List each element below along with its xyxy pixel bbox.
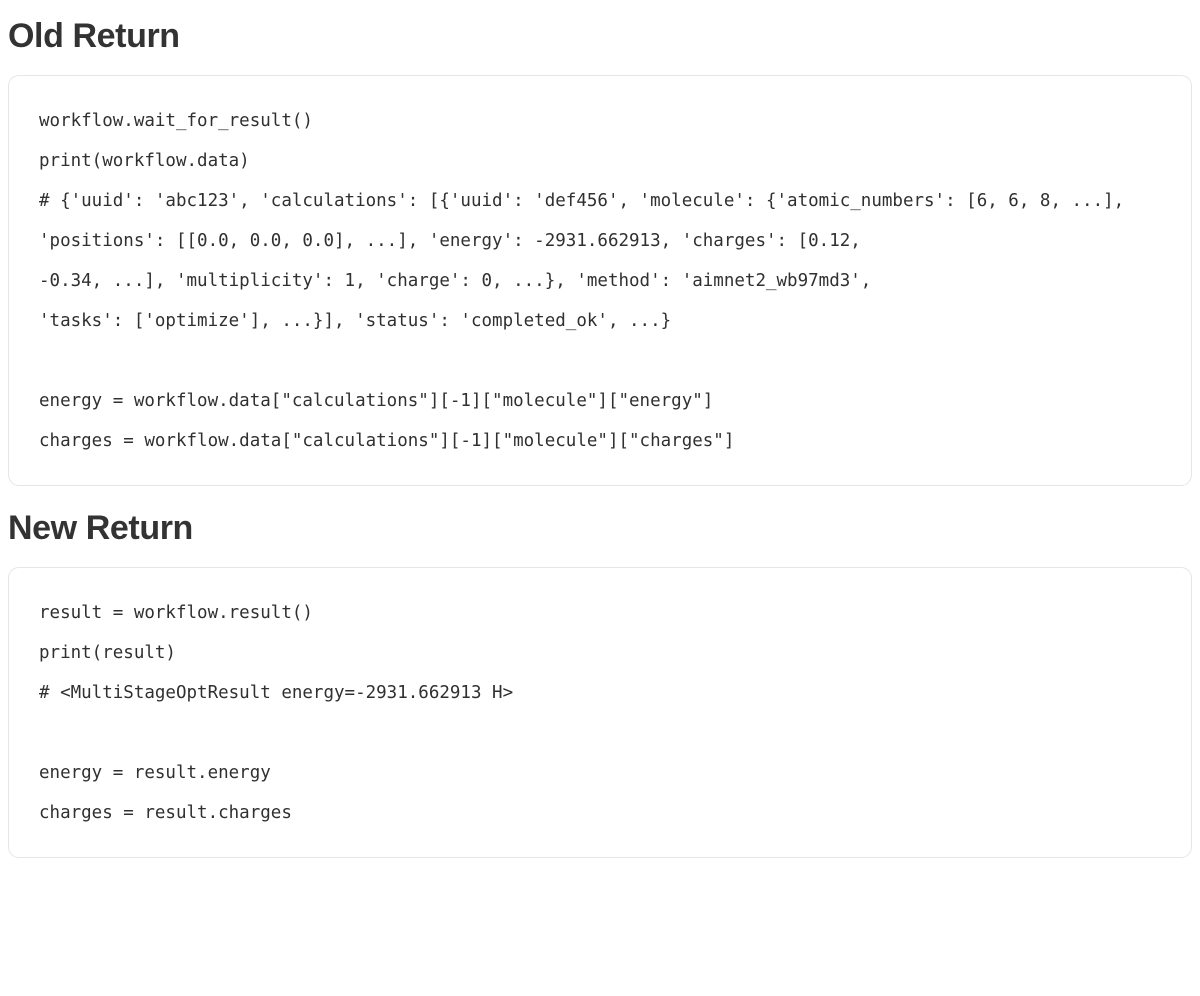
code-line-blank xyxy=(39,341,1161,381)
code-line: # <MultiStageOptResult energy=-2931.6629… xyxy=(39,682,514,703)
code-line: print(workflow.data) xyxy=(39,150,250,171)
code-line: 'tasks': ['optimize'], ...}], 'status': … xyxy=(39,310,672,331)
code-line: print(result) xyxy=(39,642,176,663)
code-content-old-return[interactable]: workflow.wait_for_result() print(workflow… xyxy=(39,101,1161,461)
code-line: # {'uuid': 'abc123', 'calculations': [{'… xyxy=(39,190,1135,251)
code-line: energy = workflow.data["calculations"][-… xyxy=(39,390,714,411)
page-title-old-return: Old Return xyxy=(8,17,180,55)
code-block-old-return: workflow.wait_for_result() print(workflow… xyxy=(8,74,1192,486)
code-line: energy = result.energy xyxy=(39,762,271,783)
page-title-new-return: New Return xyxy=(8,508,193,547)
page-root: Old Return workflow.wait_for_result()pri… xyxy=(8,17,1192,858)
code-block-new-return: result = workflow.result() print(result) #… xyxy=(8,566,1192,858)
code-content-new-return[interactable]: result = workflow.result() print(result) #… xyxy=(39,593,1161,833)
code-line: -0.34, ...], 'multiplicity': 1, 'charge'… xyxy=(39,270,872,291)
code-line: workflow.wait_for_result() xyxy=(39,110,313,131)
code-line: result = workflow.result() xyxy=(39,602,313,623)
code-line-blank xyxy=(39,713,1161,753)
code-line: charges = workflow.data["calculations"][… xyxy=(39,430,735,451)
code-line: charges = result.charges xyxy=(39,802,292,823)
